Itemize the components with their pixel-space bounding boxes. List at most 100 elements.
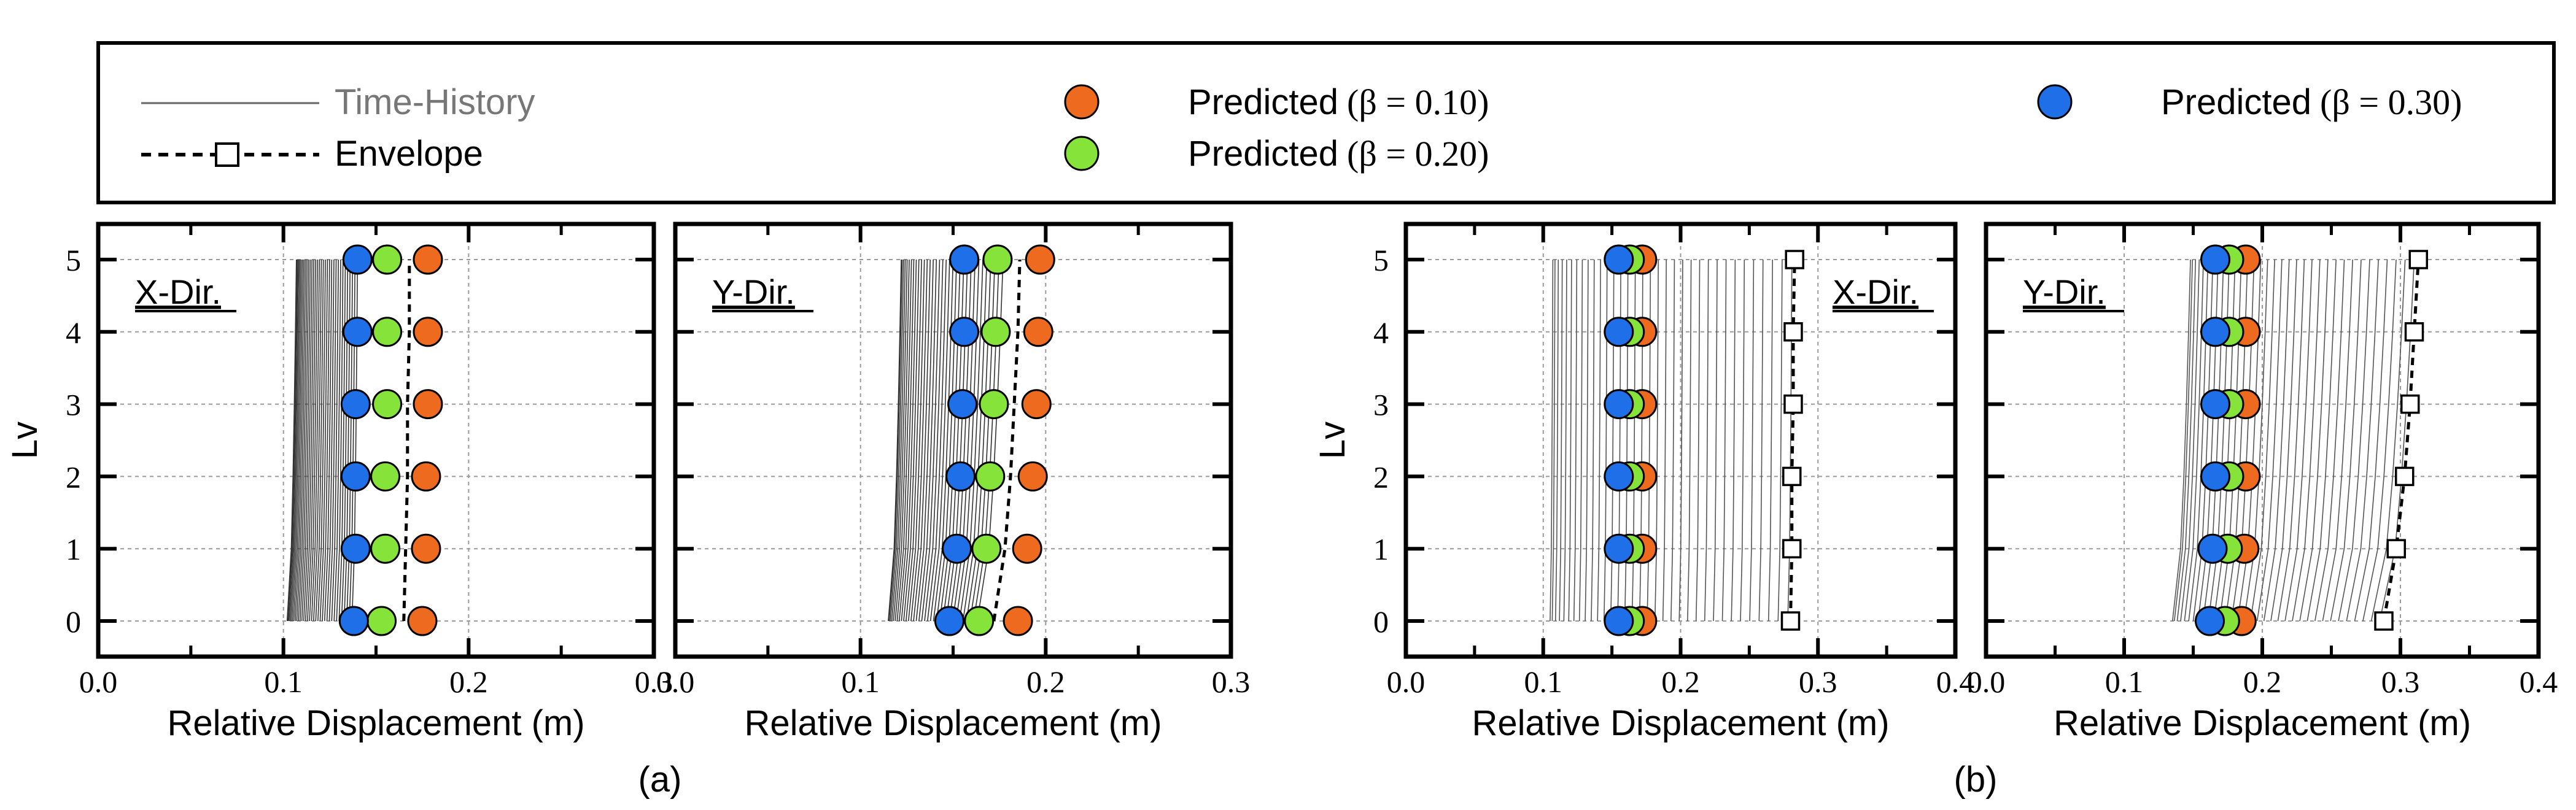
direction-label: Y-Dir. [2023, 272, 2106, 311]
time-history-line [2180, 259, 2200, 622]
time-history-line [2322, 259, 2353, 622]
predicted-beta-030-point [2200, 317, 2230, 347]
x-tick-label: 0.2 [2243, 665, 2282, 699]
predicted-beta-030-point [1604, 244, 1634, 275]
time-history-line [2277, 259, 2305, 622]
legend-beta-010-beta: (β = 0.10) [1347, 82, 1489, 122]
predicted-beta-020-point [980, 317, 1011, 347]
time-history-line [1787, 259, 1793, 622]
time-history-line [1749, 259, 1755, 622]
x-tick-label: 0.3 [1212, 665, 1251, 699]
envelope-marker [2400, 394, 2420, 414]
time-history-line [918, 259, 937, 622]
predicted-beta-030-point [945, 461, 976, 492]
time-history-line [289, 259, 300, 622]
time-history-line [1662, 259, 1667, 622]
predicted-beta-030-point [949, 244, 980, 275]
direction-label: X-Dir. [135, 272, 221, 311]
time-history-line [1550, 259, 1554, 622]
time-history-line [1573, 259, 1578, 622]
time-history-line [336, 259, 344, 622]
legend-beta-010-marker [1064, 84, 1100, 120]
time-history-line [2306, 259, 2337, 622]
time-history-line [896, 259, 912, 622]
legend-frame [96, 41, 2556, 204]
legend-beta-020-label: Predicted(β = 0.20) [1188, 134, 1489, 174]
direction-label: Y-Dir. [712, 272, 795, 311]
y-tick-label: 5 [1373, 243, 1389, 277]
time-history-line [298, 259, 308, 622]
predicted-beta-030-point [947, 389, 978, 420]
x-tick-label: 0.1 [2105, 665, 2144, 699]
time-history-line [1585, 259, 1589, 622]
predicted-beta-020-point [370, 533, 401, 564]
x-tick-label: 0.4 [2520, 665, 2558, 699]
time-history-line [1603, 259, 1608, 622]
time-history-line [338, 259, 346, 622]
y-tick-label: 2 [1373, 460, 1389, 494]
predicted-beta-030-point [2200, 389, 2230, 420]
time-history-line [2370, 259, 2406, 622]
time-history-line [326, 259, 335, 622]
y-tick-label: 0 [1373, 604, 1389, 639]
time-history-line [2249, 259, 2275, 622]
legend-beta-020-beta: (β = 0.20) [1347, 134, 1489, 174]
time-history-line [898, 259, 915, 622]
predicted-beta-030-point [340, 461, 371, 492]
time-history-line [294, 259, 305, 622]
time-history-line [2270, 259, 2297, 622]
time-history-line [1670, 259, 1675, 622]
predicted-beta-030-point [1604, 533, 1634, 564]
legend-beta-030-beta: (β = 0.30) [2320, 82, 2462, 122]
time-history-line [903, 259, 920, 622]
time-history-line [2263, 259, 2290, 622]
time-history-line [891, 259, 906, 622]
envelope-marker [1782, 539, 1802, 558]
time-history-line [1568, 259, 1572, 622]
legend: Time-History Envelope Predicted(β = 0.10… [96, 41, 2556, 204]
x-tick-label: 0.3 [1799, 665, 1837, 699]
time-history-line [1563, 259, 1567, 622]
predicted-beta-010-point [413, 244, 443, 275]
predicted-beta-030-point [934, 606, 964, 636]
time-history-line [333, 259, 341, 622]
x-tick-label: 0.1 [264, 665, 303, 699]
group-label-b: (b) [1954, 760, 1998, 800]
time-history-line [301, 259, 311, 622]
envelope-marker [1783, 394, 1803, 414]
envelope-marker [1782, 466, 1802, 487]
time-history-line [890, 259, 904, 622]
predicted-beta-020-point [372, 244, 403, 275]
time-history-line [1610, 259, 1615, 622]
time-history-line [286, 259, 297, 622]
predicted-beta-020-point [982, 244, 1013, 275]
time-history-line [331, 259, 339, 622]
time-history-line [1554, 259, 1559, 622]
time-history-line [1678, 259, 1683, 622]
predicted-beta-010-point [1003, 606, 1033, 636]
envelope-marker [2395, 466, 2415, 487]
predicted-beta-030-point [342, 317, 373, 347]
time-history-line [2379, 259, 2415, 622]
legend-beta-010-label: Predicted(β = 0.10) [1188, 82, 1489, 122]
x-tick-label: 0.0 [656, 665, 695, 699]
time-history-line [2284, 259, 2313, 622]
time-history-line [906, 259, 922, 622]
time-history-line [959, 259, 983, 622]
time-history-line [1777, 259, 1783, 622]
time-history-line [2171, 259, 2191, 622]
time-history-line [2292, 259, 2321, 622]
predicted-beta-030-point [1604, 461, 1634, 492]
legend-beta-030-marker [2037, 84, 2073, 120]
y-tick-label: 4 [1373, 315, 1389, 350]
time-history-line [293, 259, 303, 622]
predicted-beta-030-point [1604, 317, 1634, 347]
x-tick-label: 0.0 [1967, 665, 2006, 699]
time-history-line [1695, 259, 1701, 622]
predicted-beta-020-point [971, 533, 1002, 564]
time-history-line [317, 259, 326, 622]
time-history-line [924, 259, 944, 622]
predicted-beta-020-point [979, 389, 1009, 420]
legend-beta-020-marker [1064, 136, 1100, 171]
